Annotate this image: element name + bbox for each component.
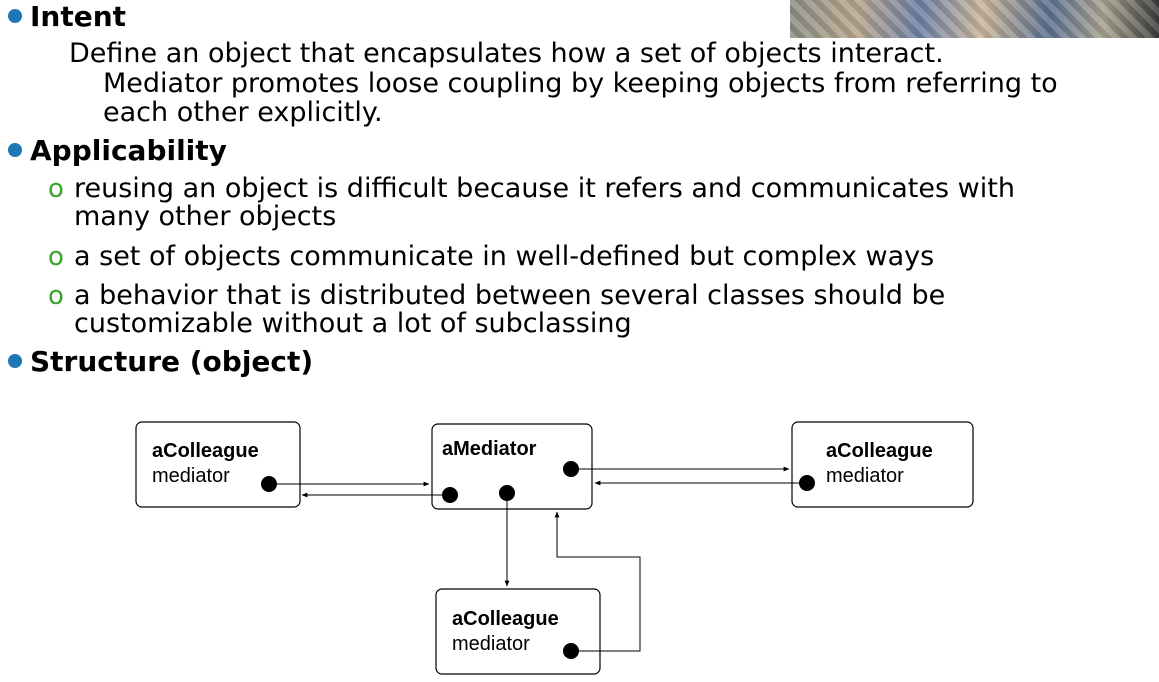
mediator-box: aMediator [431, 423, 593, 510]
applicability-item-3-line-1: a behavior that is distributed between s… [74, 280, 946, 311]
colleague-bottom-field: mediator [452, 633, 530, 655]
colleague-right-box: aColleague mediator [791, 421, 974, 508]
corner-decorative-image [790, 0, 1159, 38]
colleague-right-title: aColleague [826, 440, 933, 462]
sub-bullet-icon: o [48, 174, 64, 204]
colleague-bottom-title: aColleague [452, 608, 559, 630]
colleague-right-field: mediator [826, 465, 904, 487]
intent-heading: Intent [8, 0, 126, 34]
structure-heading: Structure (object) [8, 345, 313, 379]
colleague-left-field: mediator [152, 465, 230, 487]
applicability-item-1-line-2: many other objects [74, 201, 337, 232]
applicability-heading: Applicability [8, 134, 227, 168]
applicability-title: Applicability [30, 134, 227, 167]
mediator-title: aMediator [442, 438, 537, 460]
structure-title: Structure (object) [30, 345, 314, 378]
applicability-item-1-line-1: reusing an object is difficult because i… [74, 173, 1015, 204]
bullet-dot-icon [8, 354, 22, 368]
colleague-left-title: aColleague [152, 440, 259, 462]
applicability-item-3-line-2: customizable without a lot of subclassin… [74, 308, 632, 339]
intent-title: Intent [30, 0, 127, 33]
sub-bullet-icon: o [48, 242, 64, 272]
arrow-bottom-to-mediator [554, 511, 641, 652]
sub-bullet-icon: o [48, 281, 64, 311]
bullet-dot-icon [8, 9, 22, 23]
bullet-dot-icon [8, 143, 22, 157]
intent-line-2: Mediator promotes loose coupling by keep… [103, 68, 1058, 99]
applicability-item-2-line-1: a set of objects communicate in well-def… [74, 241, 935, 272]
colleague-bottom-box: aColleague mediator [435, 588, 601, 675]
colleague-left-box: aColleague mediator [135, 421, 301, 508]
intent-line-1: Define an object that encapsulates how a… [69, 38, 944, 69]
intent-line-3: each other explicitly. [103, 97, 383, 128]
